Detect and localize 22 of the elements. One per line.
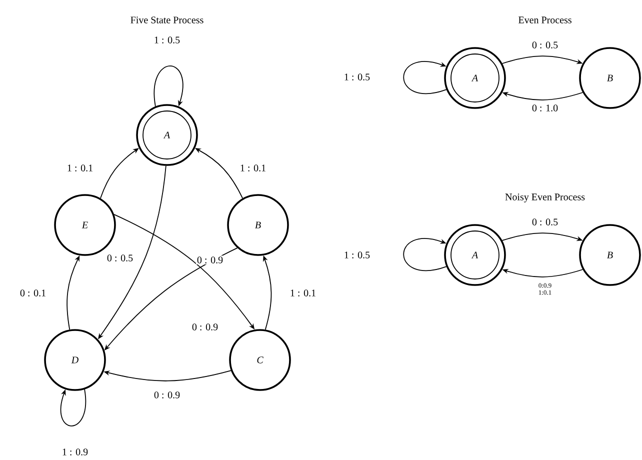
edge-label: 0 : 0.9 [152,390,182,400]
edge-label: 1 : 0.5 [342,250,372,260]
edge-label: 1 : 0.1 [238,164,268,172]
edge-label: 1 : 0.1 [288,288,318,298]
edge-label: 1 : 0.1 [66,164,94,172]
edge-label: 0 : 0.9 [196,256,224,264]
edge-label: 0 : 0.9 [190,322,220,332]
text-label: Even Process [518,16,572,24]
edge-label: 0 : 0.5 [530,40,560,50]
text-label: Five State Process [130,16,204,24]
arrow [154,66,184,107]
arrow [60,388,86,426]
edge-label: 1 : 0.5 [342,72,372,82]
text-label: Noisy Even Process [505,194,585,202]
edge-label: 0 : 0.5 [530,218,560,226]
edge-label: 0 : 0.5 [106,254,134,262]
edge-label: 0 : 1.0 [530,104,560,112]
edge-label: 1 : 0.9 [60,448,90,456]
arrow [403,238,447,271]
edge-label: 1 : 0.5 [152,36,182,44]
arrow [403,61,447,94]
edge-label: 0 : 0.1 [18,288,48,298]
